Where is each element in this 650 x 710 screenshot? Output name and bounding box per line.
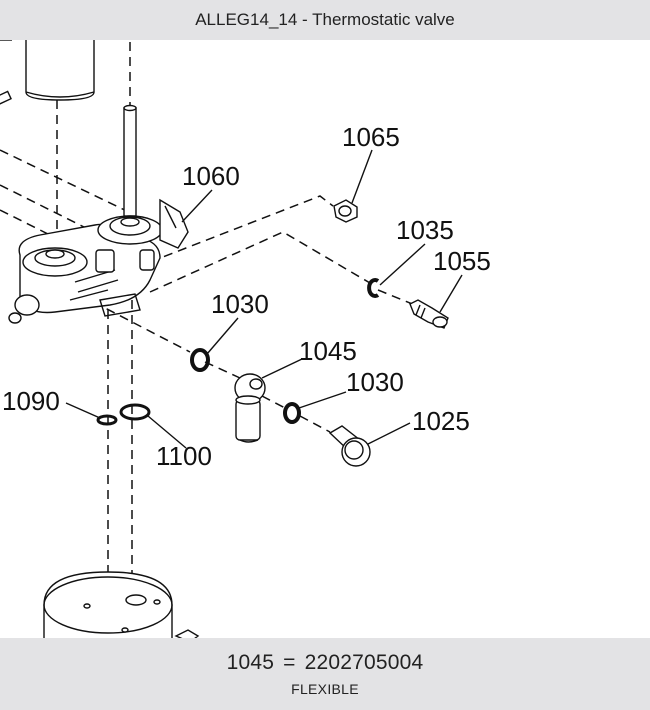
cylinder-part-top: [0, 40, 95, 101]
callout-1045[interactable]: 1045: [299, 336, 357, 366]
callout-1065[interactable]: 1065: [342, 122, 400, 152]
part-description: FLEXIBLE: [291, 681, 359, 697]
part-1065-nut: [333, 199, 358, 223]
callout-1035[interactable]: 1035: [396, 215, 454, 245]
callout-leaders: [65, 149, 463, 449]
selected-part-ref: 1045: [226, 651, 275, 674]
title-bar: ALLEG14_14 - Thermostatic valve: [0, 0, 650, 40]
callout-1030-upper[interactable]: 1030: [211, 289, 269, 319]
valve-stem: [123, 104, 137, 217]
callout-1100[interactable]: 1100: [156, 441, 212, 471]
part-number-row: 1045 = 2202705004: [227, 651, 424, 675]
callout-1090[interactable]: 1090: [2, 386, 60, 416]
part-1055-fitting: [409, 299, 449, 329]
pin-part-left: [0, 90, 12, 106]
part-1030-oring-a: [190, 348, 210, 372]
part-1035-seal: [367, 278, 380, 298]
equals-sign: =: [283, 651, 296, 674]
callout-1030-lower[interactable]: 1030: [346, 367, 404, 397]
callout-1060[interactable]: 1060: [182, 161, 240, 191]
callout-labels: 1065 1060 1035 1055 1030 1045 1030 1090 …: [2, 122, 491, 471]
thermostatic-valve-body: [8, 198, 189, 324]
part-info-bar: 1045 = 2202705004 FLEXIBLE: [0, 638, 650, 710]
cylinder-part-bottom: [43, 571, 200, 638]
part-1090-oring: [96, 414, 118, 426]
part-1045-flexible: [234, 373, 266, 443]
assembly-guide-lines: [0, 42, 416, 600]
part-number: 2202705004: [304, 651, 424, 674]
exploded-diagram[interactable]: 1065 1060 1035 1055 1030 1045 1030 1090 …: [0, 40, 650, 638]
callout-1025[interactable]: 1025: [412, 406, 470, 436]
part-1025-bolt: [328, 425, 371, 467]
callout-1055[interactable]: 1055: [433, 246, 491, 276]
part-1030-oring-b: [283, 402, 301, 424]
page-title: ALLEG14_14 - Thermostatic valve: [195, 10, 455, 29]
part-1100-oring: [119, 403, 151, 421]
